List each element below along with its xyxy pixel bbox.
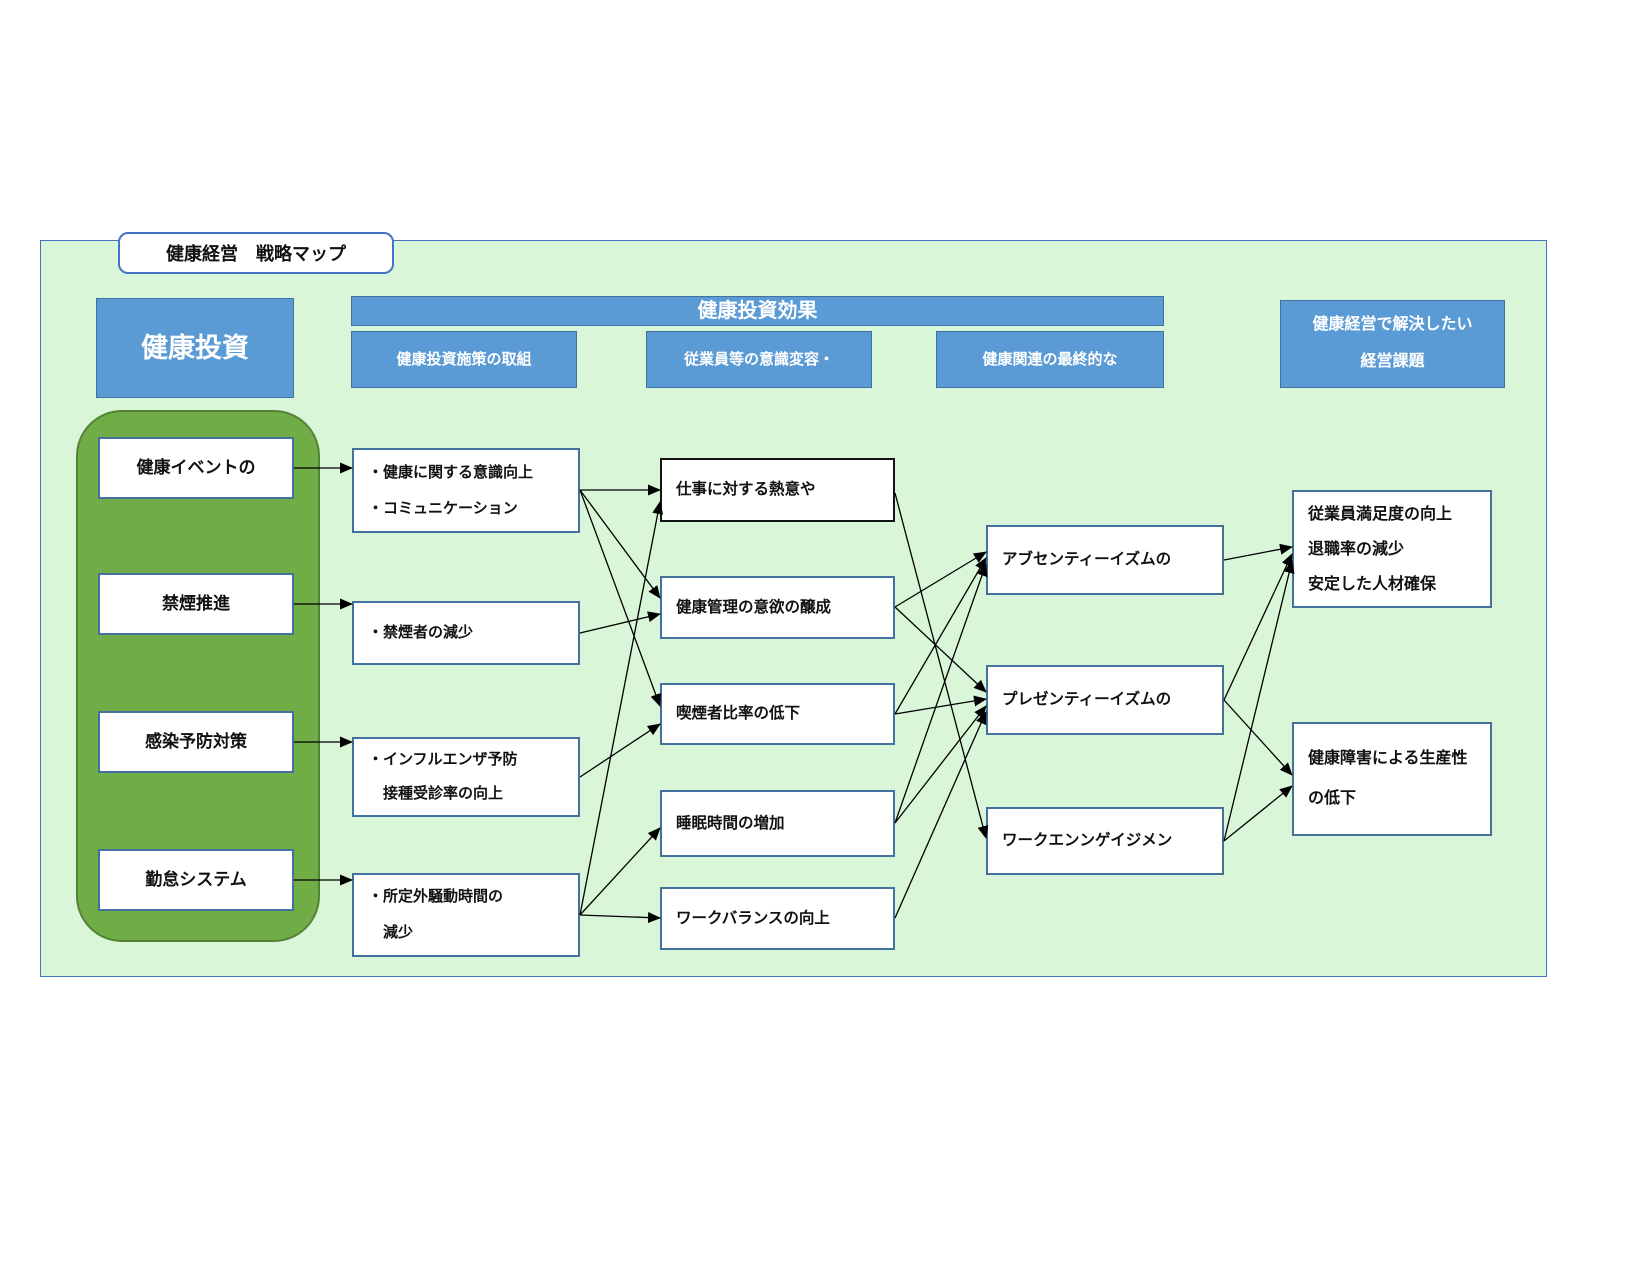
diagram-node-n52-label: の低下 bbox=[1308, 790, 1357, 807]
header-effect-band: 健康投資効果 bbox=[351, 296, 1164, 326]
diagram-node-n33-label: 喫煙者比率の低下 bbox=[676, 705, 801, 722]
diagram-node-n41-label: アブセンティーイズムの bbox=[1002, 551, 1172, 568]
diagram-node-n22: ・禁煙者の減少 bbox=[352, 601, 580, 665]
diagram-node-n51: 従業員満足度の向上退職率の減少安定した人材確保 bbox=[1292, 490, 1492, 608]
diagram-node-n51-label: 退職率の減少 bbox=[1308, 540, 1405, 558]
diagram-node-n12: 禁煙推進 bbox=[98, 573, 294, 635]
diagram-node-n51-label: 従業員満足度の向上 bbox=[1308, 505, 1453, 523]
diagram-node-n41: アブセンティーイズムの bbox=[986, 525, 1224, 595]
diagram-node-n13: 感染予防対策 bbox=[98, 711, 294, 773]
header-sub2: 従業員等の意識変容・ bbox=[646, 331, 872, 388]
diagram-node-n11: 健康イベントの bbox=[98, 437, 294, 499]
diagram-node-n32: 健康管理の意欲の醸成 bbox=[660, 576, 895, 639]
diagram-node-n21: ・健康に関する意識向上・コミュニケーション bbox=[352, 448, 580, 533]
diagram-node-n13-label: 感染予防対策 bbox=[145, 732, 247, 751]
diagram-node-n21-label: ・コミュニケーション bbox=[368, 499, 518, 517]
diagram-node-n35-label: ワークバランスの向上 bbox=[676, 909, 830, 927]
diagram-node-n32-label: 健康管理の意欲の醸成 bbox=[676, 598, 832, 616]
diagram-node-n31-label: 仕事に対する熱意や bbox=[676, 481, 816, 498]
diagram-node-n31: 仕事に対する熱意や bbox=[660, 458, 895, 522]
header-sub3: 健康関連の最終的な bbox=[936, 331, 1164, 388]
diagram-title: 健康経営 戦略マップ bbox=[118, 232, 394, 274]
diagram-node-n35: ワークバランスの向上 bbox=[660, 887, 895, 950]
diagram-node-n43-label: ワークエンンゲイジメン bbox=[1002, 832, 1173, 849]
header-sub2-label: 従業員等の意識変容・ bbox=[683, 350, 834, 368]
diagram-node-n34-label: 睡眠時間の増加 bbox=[676, 814, 785, 832]
diagram-node-n24-label: 減少 bbox=[368, 924, 414, 941]
diagram-node-n12-label: 禁煙推進 bbox=[162, 594, 230, 613]
diagram-node-n51-label: 安定した人材確保 bbox=[1308, 575, 1437, 593]
diagram-node-n14: 勤怠システム bbox=[98, 849, 294, 911]
header-invest: 健康投資 bbox=[96, 298, 294, 398]
diagram-node-n24: ・所定外騒動時間の 減少 bbox=[352, 873, 580, 957]
header-invest-label: 健康投資 bbox=[141, 333, 249, 363]
header-issues-label: 健康経営で解決したい bbox=[1312, 316, 1473, 334]
diagram-node-n52-label: 健康障害による生産性 bbox=[1308, 750, 1468, 767]
header-sub1-label: 健康投資施策の取組 bbox=[396, 350, 532, 368]
diagram-title-text: 健康経営 戦略マップ bbox=[166, 244, 346, 264]
header-issues-label: 経営課題 bbox=[1360, 353, 1425, 370]
diagram-node-n43: ワークエンンゲイジメン bbox=[986, 807, 1224, 875]
header-sub1: 健康投資施策の取組 bbox=[351, 331, 577, 388]
diagram-node-n23: ・インフルエンザ予防 接種受診率の向上 bbox=[352, 737, 580, 817]
diagram-node-n21-label: ・健康に関する意識向上 bbox=[368, 463, 534, 481]
diagram-node-n34: 睡眠時間の増加 bbox=[660, 790, 895, 857]
diagram-node-n42: プレゼンティーイズムの bbox=[986, 665, 1224, 735]
header-effect-band-label: 健康投資効果 bbox=[697, 299, 818, 322]
diagram-node-n24-label: ・所定外騒動時間の bbox=[368, 888, 504, 905]
diagram-node-n11-label: 健康イベントの bbox=[136, 458, 256, 477]
diagram-node-n42-label: プレゼンティーイズムの bbox=[1002, 691, 1172, 708]
diagram-node-n23-label: 接種受診率の向上 bbox=[368, 785, 504, 802]
diagram-node-n22-label: ・禁煙者の減少 bbox=[368, 624, 474, 641]
header-issues: 健康経営で解決したい経営課題 bbox=[1280, 300, 1505, 388]
diagram-node-n52: 健康障害による生産性の低下 bbox=[1292, 722, 1492, 836]
diagram-node-n33: 喫煙者比率の低下 bbox=[660, 683, 895, 745]
diagram-node-n14-label: 勤怠システム bbox=[145, 870, 247, 889]
diagram-node-n23-label: ・インフルエンザ予防 bbox=[368, 751, 518, 768]
header-sub3-label: 健康関連の最終的な bbox=[982, 350, 1118, 368]
